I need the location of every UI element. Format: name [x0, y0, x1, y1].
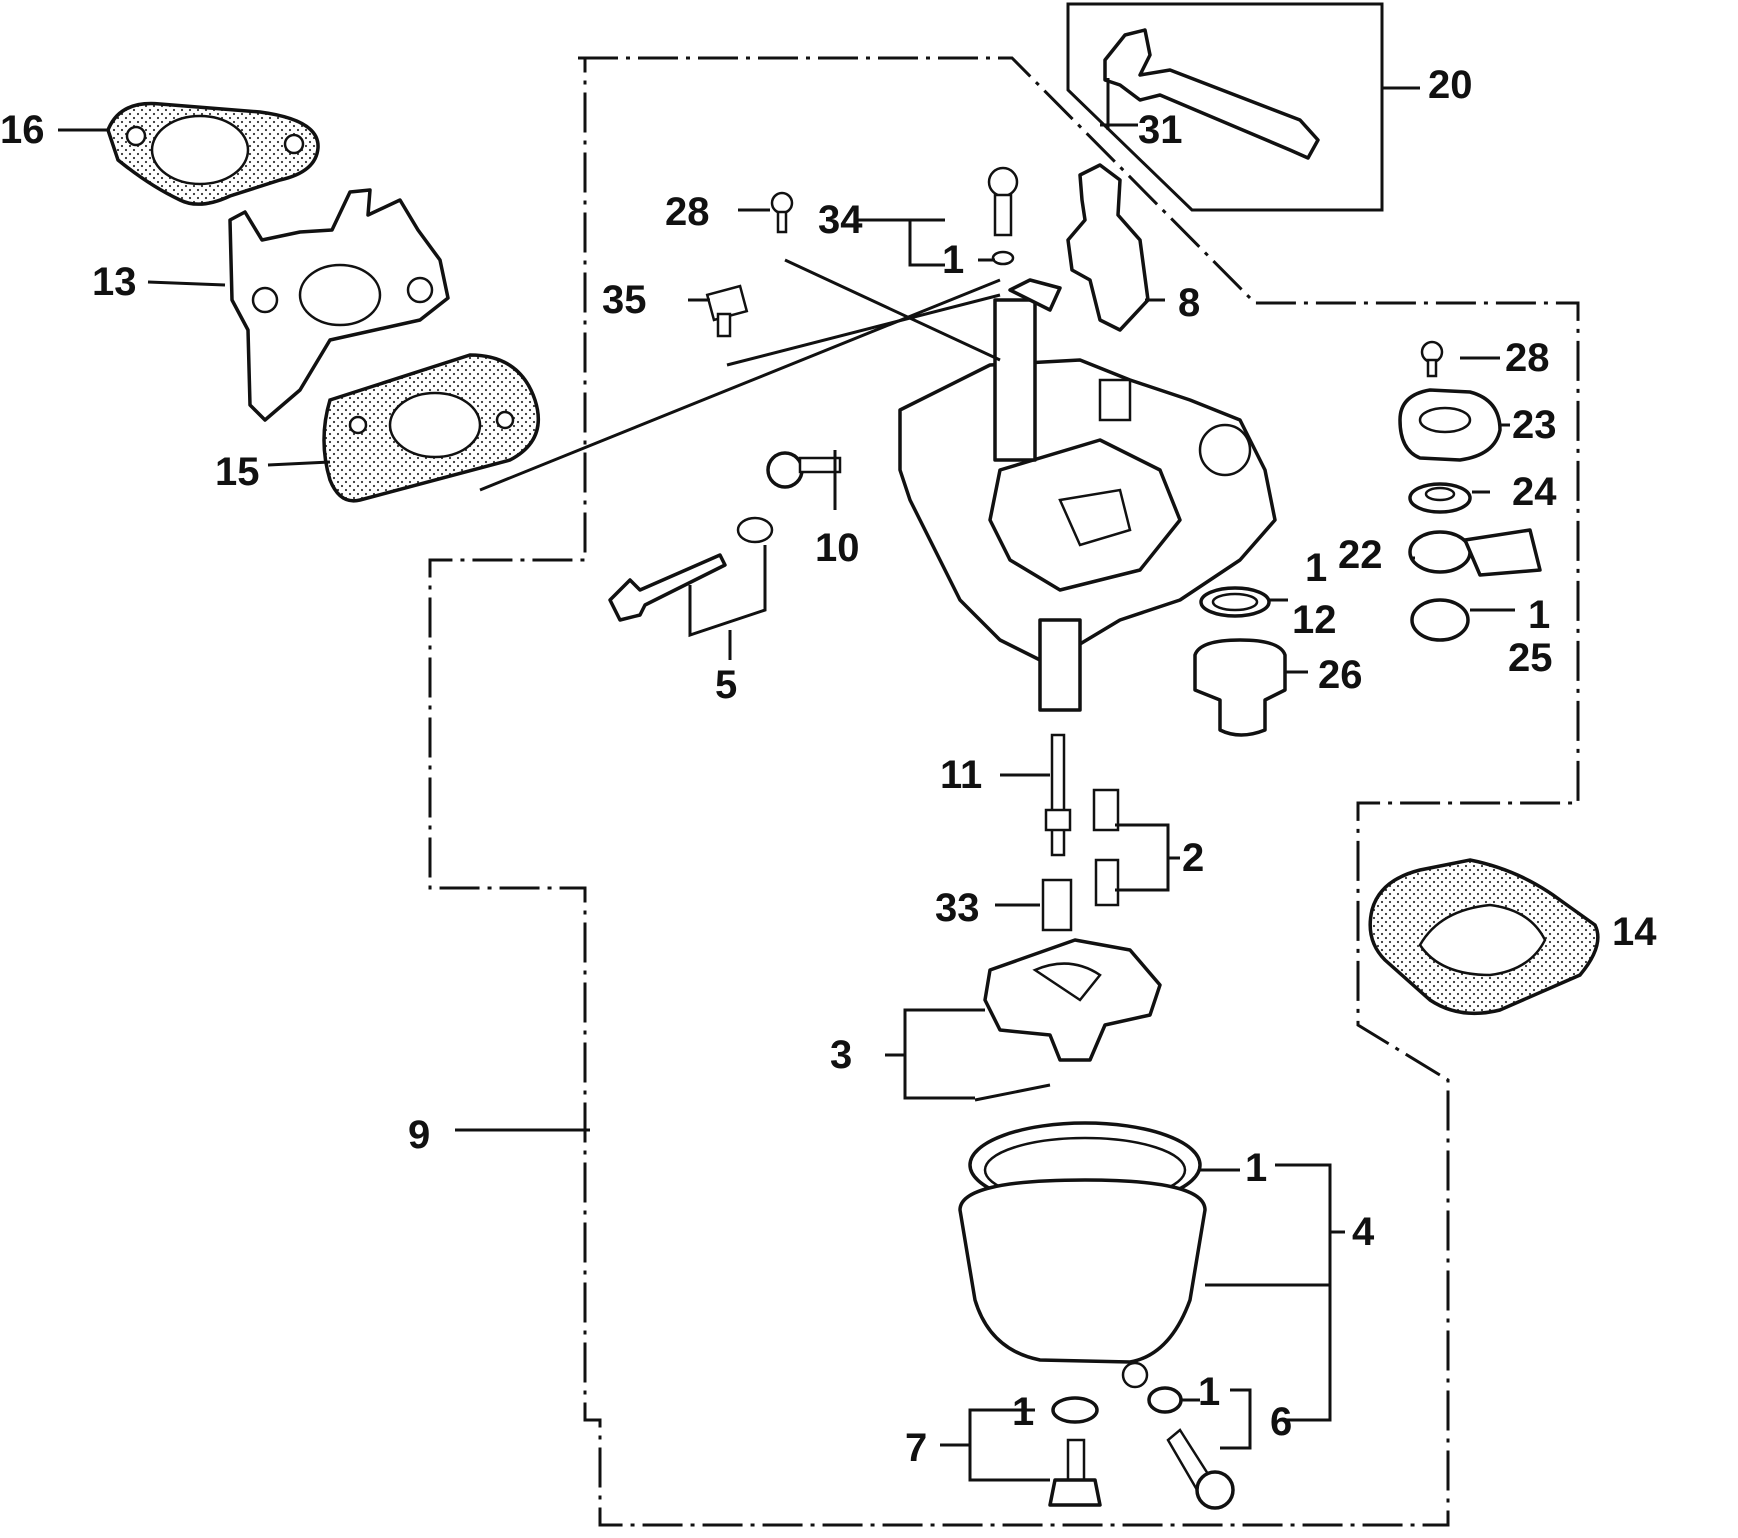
lever-22 [1408, 528, 1542, 577]
carburetor-body [898, 278, 1277, 712]
callout-1-bowl: 1 [1245, 1146, 1268, 1190]
callout-2: 2 [1182, 836, 1205, 880]
gasket-14 [1368, 858, 1600, 1016]
choke-plate-8 [1066, 163, 1150, 332]
callout-10: 10 [815, 526, 860, 570]
callout-24: 24 [1512, 470, 1557, 514]
bolt-6 [1147, 1386, 1235, 1510]
callout-4: 4 [1352, 1210, 1375, 1254]
callout-3: 3 [830, 1033, 853, 1077]
inset-frame-20 [1066, 2, 1384, 212]
callout-22: 22 [1338, 533, 1383, 577]
float-3 [974, 938, 1162, 1102]
callout-1-drain: 1 [1012, 1390, 1035, 1434]
callout-23: 23 [1512, 403, 1557, 447]
callout-28-top: 28 [665, 190, 710, 234]
callout-16: 16 [0, 108, 45, 152]
callout-1-top: 1 [942, 238, 965, 282]
leader-lines [58, 86, 1515, 1482]
o-ring-12 [1199, 586, 1271, 618]
callout-7: 7 [905, 1426, 928, 1470]
screw-28-right [1420, 340, 1444, 378]
assembly-boundary [428, 56, 1580, 1527]
callout-1-spring: 1 [1528, 593, 1551, 637]
callout-33: 33 [935, 886, 980, 930]
callout-9: 9 [408, 1113, 431, 1157]
jet-33 [1041, 878, 1073, 932]
main-jet-2 [1092, 788, 1120, 907]
float-bowl-4 [958, 1121, 1207, 1389]
callout-5: 5 [715, 663, 738, 707]
insulator-13 [228, 188, 450, 422]
callout-11: 11 [940, 753, 983, 797]
cap-26 [1193, 638, 1287, 737]
callout-6: 6 [1270, 1400, 1293, 1444]
spring-25 [1410, 598, 1470, 642]
gasket-15 [322, 353, 541, 503]
callout-1-right: 1 [1305, 546, 1328, 590]
choke-lever-20 [1103, 28, 1320, 160]
float-needle-11 [1044, 733, 1072, 857]
gasket-16 [106, 101, 320, 206]
drain-bolt-7 [1048, 1396, 1102, 1507]
washer-24 [1408, 482, 1472, 514]
callout-15: 15 [215, 450, 260, 494]
callout-14: 14 [1612, 910, 1657, 954]
callout-34: 34 [818, 198, 863, 242]
callout-20: 20 [1428, 63, 1473, 107]
callout-12: 12 [1292, 598, 1337, 642]
callout-26: 26 [1318, 653, 1363, 697]
pilot-screw-34 [987, 166, 1019, 266]
callout-13: 13 [92, 260, 137, 304]
callout-1-bolt: 1 [1198, 1370, 1221, 1414]
callout-35: 35 [602, 278, 647, 322]
callout-25: 25 [1508, 636, 1553, 680]
jet-35 [705, 284, 749, 338]
callout-8: 8 [1178, 281, 1201, 325]
callout-28-right: 28 [1505, 336, 1550, 380]
cover-23 [1398, 388, 1502, 462]
screw-10 [766, 451, 842, 489]
throttle-stop-screw-5 [608, 516, 774, 622]
screw-28-top [770, 191, 794, 234]
callout-31: 31 [1138, 108, 1183, 152]
